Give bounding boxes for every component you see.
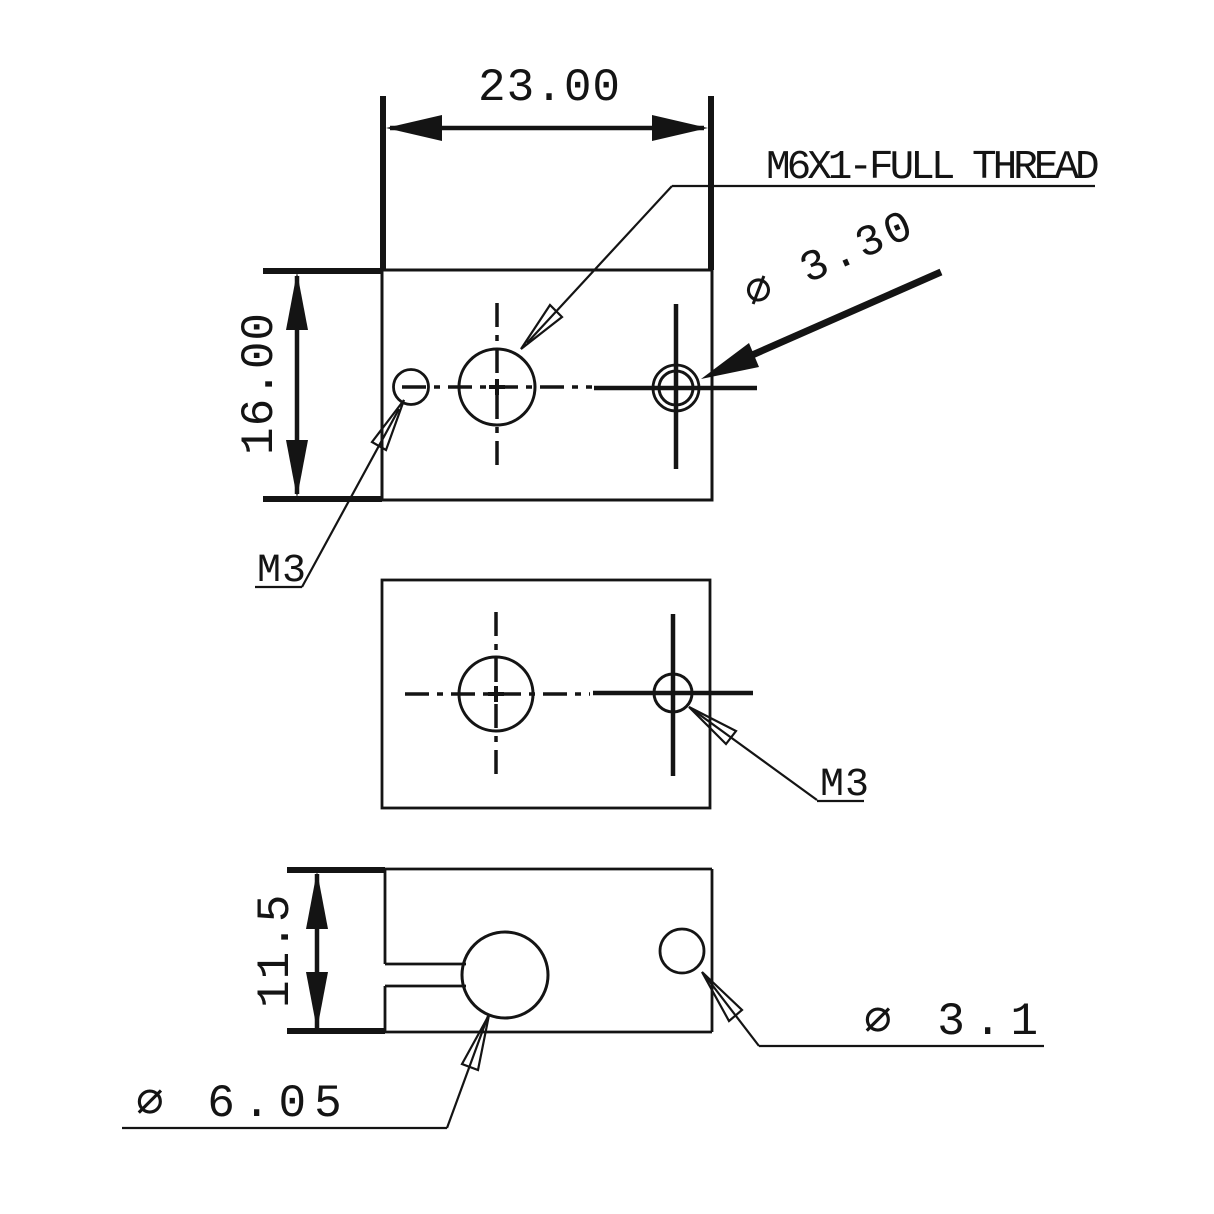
front-view: 23.00 16.00 M6X1-FULL THREAD ∅ 3.30 [234,62,1102,594]
dia-6-05-leader [445,1015,490,1129]
height-arrowhead-top-icon [286,272,308,330]
dia-3-1-leader [702,972,760,1047]
width-arrowhead-right-icon [652,115,708,141]
hole-6-05 [460,930,550,1020]
side-arrowhead-top-icon [306,871,328,929]
middle-view: M3 [380,578,870,810]
thread-callout-leader [526,185,673,344]
m3-middle-leader [688,706,818,801]
front-view-outline [380,268,714,502]
m3-front-leader [301,408,400,588]
m3-hole-front [392,368,430,406]
dia-3-30-text: ∅ 3.30 [737,201,924,321]
dia-3-1-arrowhead-icon [701,971,744,1023]
dia-3-1-text: ∅ 3.1 [864,996,1047,1048]
m3-front-text: M3 [257,549,307,594]
side-arrowhead-bottom-icon [306,972,328,1030]
dia-6-05-arrowhead-icon [460,1014,491,1072]
m3-front-arrowhead-icon [370,399,406,452]
height-arrowhead-bottom-icon [286,440,308,498]
height-dimension-text: 16.00 [234,312,286,455]
dia-6-05-text: ∅ 6.05 [136,1078,350,1130]
width-arrowhead-left-icon [386,115,442,141]
dia-3-30-leader [748,268,943,360]
width-dimension-text: 23.00 [478,62,621,114]
hole-3-1 [658,927,706,975]
side-view: 11.5 ∅ 6.05 ∅ 3.1 [122,867,1047,1130]
dia-3-30-arrowhead-icon [701,343,759,379]
thread-callout-arrowhead-icon [520,303,564,350]
thread-callout-text: M6X1-FULL THREAD [766,145,1098,191]
m3-middle-arrowhead-icon [688,706,738,746]
side-dimension-text: 11.5 [250,894,302,1008]
m3-middle-text: M3 [820,763,870,808]
